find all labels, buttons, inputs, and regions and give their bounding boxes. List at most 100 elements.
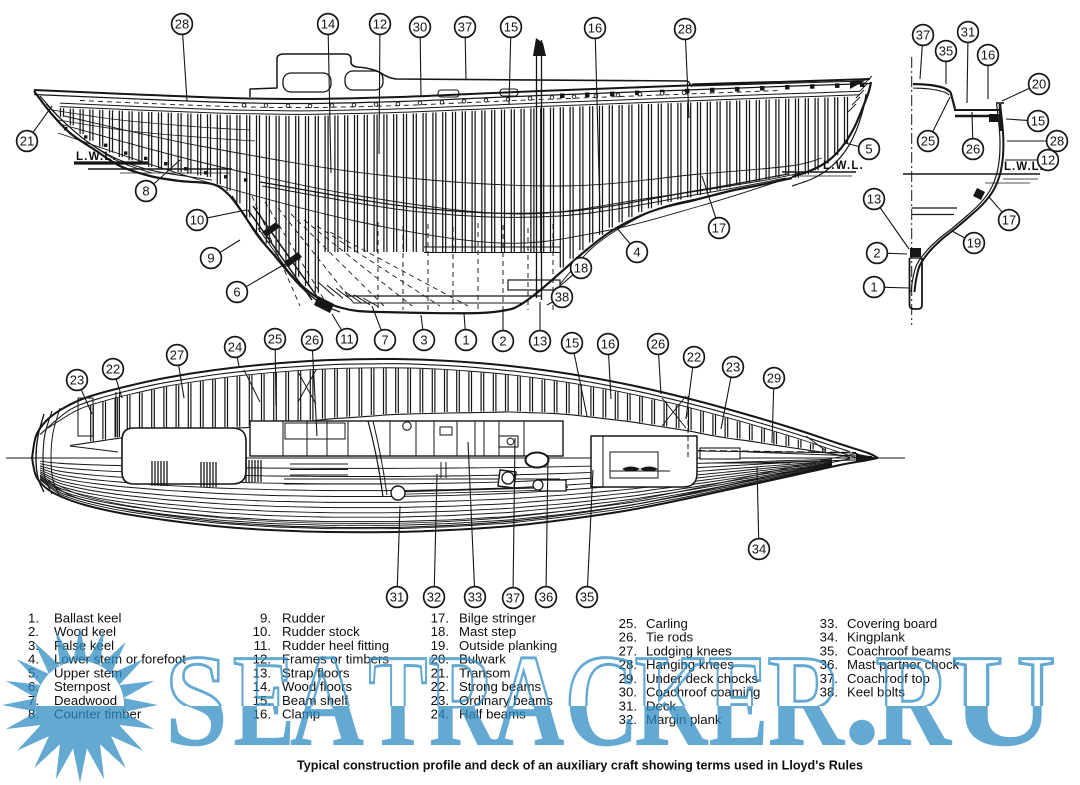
svg-text:16: 16 bbox=[588, 21, 602, 36]
svg-text:13.: 13. bbox=[253, 665, 271, 680]
svg-text:11: 11 bbox=[340, 332, 354, 347]
svg-text:21.: 21. bbox=[431, 665, 449, 680]
svg-text:Margin plank: Margin plank bbox=[646, 712, 722, 727]
svg-text:17.: 17. bbox=[431, 610, 449, 625]
svg-text:19.: 19. bbox=[431, 638, 449, 653]
svg-text:Rudder: Rudder bbox=[282, 610, 326, 625]
svg-text:Strap floors: Strap floors bbox=[282, 665, 350, 680]
svg-text:12: 12 bbox=[1041, 153, 1055, 168]
svg-text:R: R bbox=[768, 627, 846, 774]
svg-text:9: 9 bbox=[207, 251, 214, 266]
svg-text:Carling: Carling bbox=[646, 616, 688, 631]
svg-text:38: 38 bbox=[555, 290, 569, 305]
svg-text:28: 28 bbox=[175, 17, 189, 32]
svg-text:Sternpost: Sternpost bbox=[54, 679, 111, 694]
svg-text:2.: 2. bbox=[28, 624, 39, 639]
svg-text:Deadwood: Deadwood bbox=[54, 693, 117, 708]
svg-text:Half beams: Half beams bbox=[459, 707, 526, 722]
svg-text:30: 30 bbox=[413, 20, 427, 35]
svg-text:U: U bbox=[951, 627, 1056, 774]
svg-text:14: 14 bbox=[321, 17, 335, 32]
svg-text:E: E bbox=[233, 627, 295, 774]
svg-text:33.: 33. bbox=[820, 616, 838, 631]
svg-text:20: 20 bbox=[1032, 77, 1046, 92]
svg-text:24.: 24. bbox=[431, 707, 449, 722]
svg-text:T: T bbox=[369, 627, 428, 774]
svg-text:Outside planking: Outside planking bbox=[459, 638, 557, 653]
svg-text:Lower stem or forefoot: Lower stem or forefoot bbox=[54, 652, 186, 667]
svg-text:20.: 20. bbox=[431, 652, 449, 667]
svg-text:R: R bbox=[876, 627, 953, 774]
svg-text:25: 25 bbox=[268, 332, 282, 347]
svg-text:A: A bbox=[492, 627, 564, 774]
svg-text:28.: 28. bbox=[619, 657, 637, 672]
svg-text:26.: 26. bbox=[619, 630, 637, 645]
svg-text:23: 23 bbox=[70, 373, 84, 388]
svg-text:21: 21 bbox=[20, 134, 34, 149]
svg-text:15: 15 bbox=[504, 20, 518, 35]
svg-text:3.: 3. bbox=[28, 638, 39, 653]
svg-text:L.W.L.: L.W.L. bbox=[1004, 161, 1044, 173]
svg-text:36.: 36. bbox=[820, 657, 838, 672]
svg-text:A: A bbox=[492, 627, 564, 774]
svg-text:Coachroof coaming: Coachroof coaming bbox=[646, 685, 760, 700]
svg-text:30.: 30. bbox=[619, 685, 637, 700]
svg-text:5: 5 bbox=[865, 142, 872, 157]
svg-text:34.: 34. bbox=[820, 630, 838, 645]
svg-text:U: U bbox=[951, 627, 1056, 774]
svg-text:Rudder heel fitting: Rudder heel fitting bbox=[282, 638, 389, 653]
svg-text:35: 35 bbox=[939, 44, 953, 59]
svg-text:15: 15 bbox=[565, 336, 579, 351]
svg-text:Tie rods: Tie rods bbox=[646, 630, 694, 645]
svg-text:Typical construction profile a: Typical construction profile and deck of… bbox=[297, 758, 863, 773]
svg-text:25: 25 bbox=[921, 134, 935, 149]
svg-text:E: E bbox=[709, 627, 769, 774]
svg-text:Under deck chocks: Under deck chocks bbox=[646, 671, 759, 686]
svg-text:4.: 4. bbox=[28, 652, 39, 667]
svg-text:Mast step: Mast step bbox=[459, 624, 516, 639]
svg-text:22: 22 bbox=[687, 350, 701, 365]
svg-text:15: 15 bbox=[1031, 114, 1045, 129]
svg-text:36: 36 bbox=[539, 590, 553, 605]
svg-text:R: R bbox=[876, 627, 953, 774]
svg-text:4: 4 bbox=[633, 245, 640, 260]
svg-text:Beam shelf: Beam shelf bbox=[282, 693, 348, 708]
svg-text:L.W.L.: L.W.L. bbox=[823, 160, 864, 172]
svg-text:C: C bbox=[565, 627, 640, 774]
svg-text:35: 35 bbox=[580, 590, 594, 605]
svg-text:C: C bbox=[565, 627, 640, 774]
svg-text:37: 37 bbox=[916, 28, 930, 43]
svg-text:K: K bbox=[635, 627, 710, 774]
svg-text:24: 24 bbox=[228, 340, 242, 355]
svg-text:Ballast keel: Ballast keel bbox=[54, 610, 122, 625]
svg-text:34: 34 bbox=[752, 542, 766, 557]
svg-text:12.: 12. bbox=[253, 652, 271, 667]
svg-text:R: R bbox=[768, 627, 846, 774]
svg-text:31.: 31. bbox=[619, 698, 637, 713]
svg-text:Clamp: Clamp bbox=[282, 707, 320, 722]
svg-text:1: 1 bbox=[870, 280, 877, 295]
svg-text:Rudder stock: Rudder stock bbox=[282, 624, 360, 639]
svg-text:E: E bbox=[709, 627, 769, 774]
svg-text:L.W.L.: L.W.L. bbox=[76, 151, 117, 163]
svg-text:25.: 25. bbox=[619, 616, 637, 631]
svg-text:3: 3 bbox=[420, 333, 427, 348]
svg-text:Ordinary beams: Ordinary beams bbox=[459, 693, 553, 708]
svg-text:33: 33 bbox=[468, 590, 482, 605]
svg-text:T: T bbox=[369, 627, 428, 774]
svg-text:9.: 9. bbox=[260, 610, 271, 625]
svg-text:A: A bbox=[290, 627, 365, 774]
svg-text:26: 26 bbox=[651, 337, 665, 352]
svg-text:12: 12 bbox=[373, 17, 387, 32]
svg-text:32: 32 bbox=[427, 590, 441, 605]
svg-text:14.: 14. bbox=[253, 679, 271, 694]
svg-text:31: 31 bbox=[390, 590, 404, 605]
svg-text:18: 18 bbox=[574, 261, 588, 276]
svg-text:22.: 22. bbox=[431, 679, 449, 694]
svg-text:Bilge stringer: Bilge stringer bbox=[459, 610, 537, 625]
svg-text:11.: 11. bbox=[254, 638, 271, 653]
svg-text:R: R bbox=[429, 627, 498, 774]
svg-text:38.: 38. bbox=[820, 685, 838, 700]
svg-text:Deck: Deck bbox=[646, 698, 676, 713]
svg-text:37: 37 bbox=[458, 20, 472, 35]
